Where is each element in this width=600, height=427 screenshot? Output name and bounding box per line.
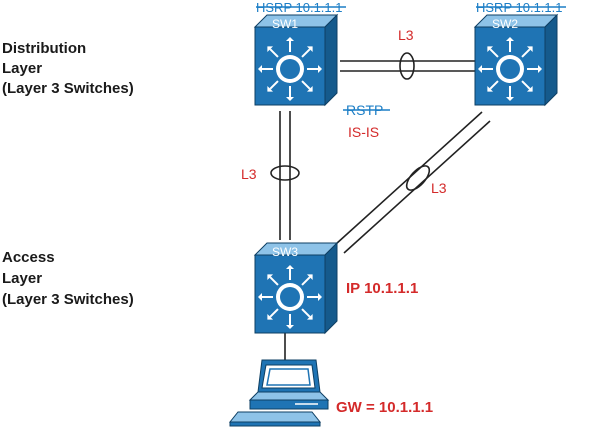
link-sw1-sw3: [270, 111, 300, 240]
access-layer-title: Access Layer (Layer 3 Switches): [2, 249, 134, 308]
switch-arrows-icon: [478, 37, 542, 101]
sw1-label: SW1: [272, 17, 298, 31]
link-sw1-sw2-label: L3: [398, 27, 414, 43]
link-sw1-sw2: [340, 52, 476, 80]
pc-gateway-label: GW = 10.1.1.1: [336, 399, 433, 416]
distribution-layer-title: Distribution Layer (Layer 3 Switches): [2, 40, 134, 97]
switch-arrows-icon: [258, 265, 322, 329]
sw2-label: SW2: [492, 17, 518, 31]
pc-keyboard-icon: [228, 411, 322, 427]
switch-sw2[interactable]: [473, 13, 559, 107]
sw3-label: SW3: [272, 245, 298, 259]
switch-sw3[interactable]: [253, 241, 339, 335]
distribution-line-2: Layer: [2, 60, 42, 77]
access-line-3: (Layer 3 Switches): [2, 291, 134, 308]
pc-workstation[interactable]: [228, 359, 330, 427]
link-sw1-sw3-label: L3: [241, 166, 257, 182]
pc-base-icon: [248, 391, 330, 410]
access-line-1: Access: [2, 249, 55, 266]
switch-arrows-icon: [258, 37, 322, 101]
link-sw2-sw3: [335, 111, 491, 254]
pc-monitor-icon: [257, 359, 321, 393]
distribution-line-3: (Layer 3 Switches): [2, 80, 134, 97]
distribution-line-1: Distribution: [2, 40, 86, 57]
access-line-2: Layer: [2, 270, 42, 287]
link-sw2-sw3-label: L3: [431, 180, 447, 196]
switch-sw1[interactable]: [253, 13, 339, 107]
sw3-ip-label: IP 10.1.1.1: [346, 280, 418, 297]
protocol-new-label: IS-IS: [348, 124, 379, 140]
